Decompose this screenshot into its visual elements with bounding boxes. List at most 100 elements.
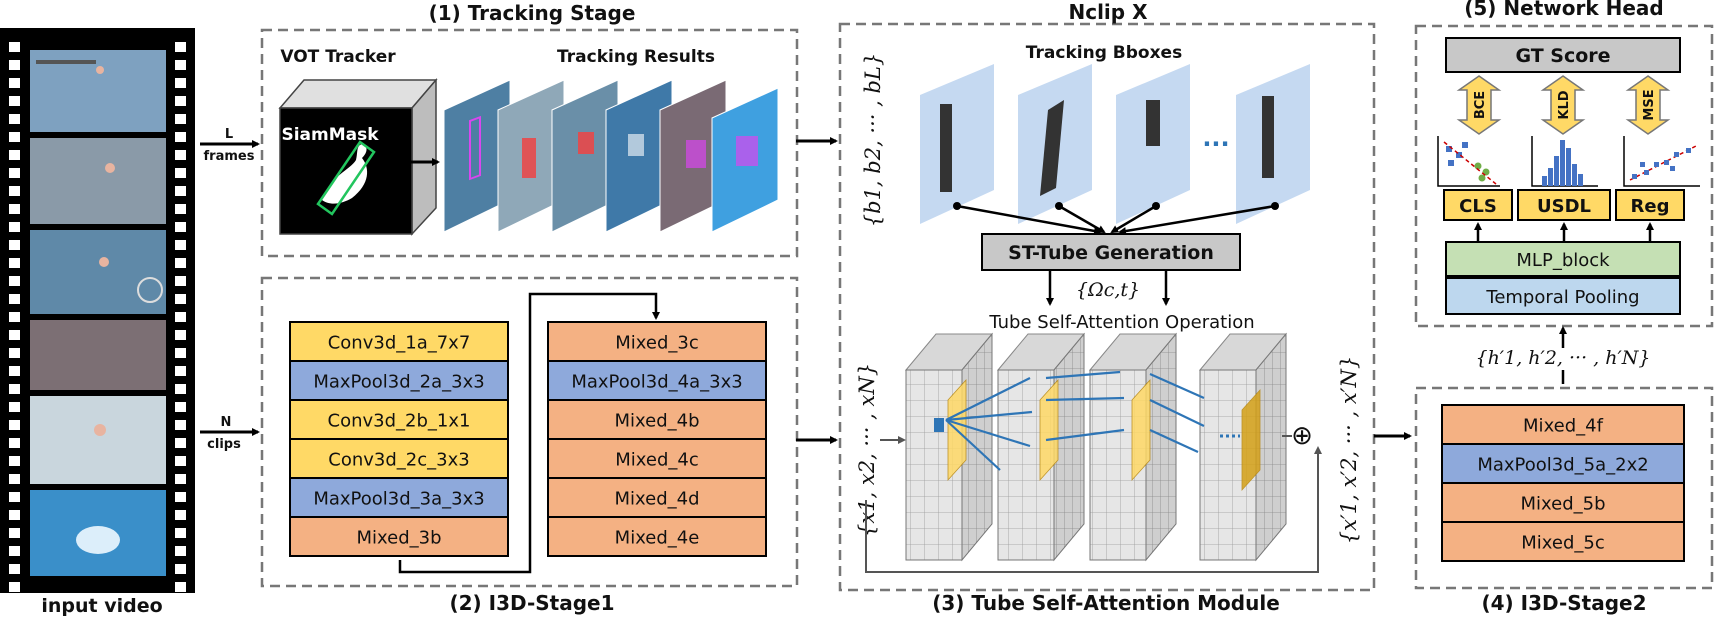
tracking-stage-box xyxy=(260,28,799,258)
sprocket-hole xyxy=(175,258,186,268)
tracking-results-label: Tracking Results xyxy=(557,47,715,67)
tube-self-attention-op-label: Tube Self-Attention Operation xyxy=(988,312,1254,333)
sprocket-hole xyxy=(9,204,20,214)
cube-side-face xyxy=(1053,332,1085,562)
layer-label: Mixed_4b xyxy=(614,411,699,432)
frame-diver xyxy=(105,163,115,173)
tracking-stage-title: (1) Tracking Stage xyxy=(429,1,636,25)
layer-box xyxy=(289,438,509,479)
sprocket-hole xyxy=(175,114,186,124)
st-tube-generation-box xyxy=(981,233,1241,271)
residual-add-icon: ⊕ xyxy=(1291,421,1313,451)
layer-label: Conv3d_2b_1x1 xyxy=(328,411,471,432)
tube-region xyxy=(1131,378,1151,482)
loss-label: MSE xyxy=(1642,89,1657,120)
sprocket-hole xyxy=(175,366,186,376)
mlp-to-heads-arrows xyxy=(1474,222,1654,242)
i3d-stage2-box xyxy=(1414,386,1714,590)
sprocket-hole xyxy=(175,564,186,574)
sprocket-hole xyxy=(175,132,186,142)
loss-label: BCE xyxy=(1473,91,1488,119)
layer-box xyxy=(547,360,767,401)
layer-label: Mixed_4f xyxy=(1523,416,1604,437)
sprocket-hole xyxy=(9,240,20,250)
frame-rings xyxy=(137,277,163,303)
tsa-module-title: (3) Tube Self-Attention Module xyxy=(932,591,1280,615)
mlp-block-label: MLP_block xyxy=(1516,250,1610,271)
layer-label: Mixed_4c xyxy=(615,450,698,471)
sprocket-hole xyxy=(9,330,20,340)
tube-region xyxy=(1241,388,1261,492)
loss-double-arrow xyxy=(1625,75,1671,135)
sprocket-hole xyxy=(9,366,20,376)
sprocket-hole xyxy=(175,60,186,70)
sprocket-hole xyxy=(175,294,186,304)
sprocket-hole xyxy=(175,240,186,250)
loss-double-arrow xyxy=(1540,75,1586,135)
frames-count-label: L xyxy=(225,127,233,142)
sprocket-hole xyxy=(9,258,20,268)
sprocket-hole xyxy=(175,384,186,394)
siammask-label: SiamMask xyxy=(281,125,379,145)
sprocket-hole xyxy=(175,438,186,448)
sprocket-hole xyxy=(175,186,186,196)
sprocket-hole xyxy=(175,78,186,88)
sprocket-hole xyxy=(175,312,186,322)
sprocket-hole xyxy=(175,150,186,160)
layer-label: Conv3d_2c_3x3 xyxy=(328,450,469,471)
layer-box xyxy=(289,399,509,440)
residual-connection-line xyxy=(865,446,1322,573)
sprocket-hole xyxy=(9,420,20,430)
cube-side-face xyxy=(1145,332,1177,562)
i3d-stage1-title: (2) I3D-Stage1 xyxy=(449,591,614,615)
layer-box xyxy=(1441,404,1685,445)
sprocket-hole xyxy=(9,456,20,466)
layer-box xyxy=(547,477,767,518)
i3d-stage1-right-column: Mixed_3cMaxPool3d_4a_3x3Mixed_4bMixed_4c… xyxy=(547,321,767,557)
sprocket-hole xyxy=(9,510,20,520)
sprocket-hole xyxy=(175,456,186,466)
sprocket-hole xyxy=(175,402,186,412)
bbox-planes xyxy=(920,64,1310,224)
sprocket-hole xyxy=(9,582,20,592)
sprocket-hole xyxy=(175,222,186,232)
layer-label: MaxPool3d_2a_3x3 xyxy=(313,372,484,393)
layer-label: Mixed_4e xyxy=(615,528,700,549)
tsa-module-box xyxy=(838,22,1376,592)
sprocket-hole xyxy=(9,60,20,70)
sprocket-hole xyxy=(175,582,186,592)
frames-label: frames xyxy=(204,149,255,164)
bbox-set-label: {b1, b2, ··· , bL} xyxy=(861,53,885,227)
siammask-cube xyxy=(278,77,438,236)
stage1-connector-arrow xyxy=(398,292,660,574)
sprocket-hole xyxy=(175,276,186,286)
sprocket-hole xyxy=(9,96,20,106)
tube-region xyxy=(1039,378,1059,482)
layer-box xyxy=(1441,521,1685,562)
layer-box xyxy=(289,360,509,401)
sprocket-hole xyxy=(9,564,20,574)
sprocket-hole xyxy=(175,330,186,340)
tracking-result-frames xyxy=(443,79,779,233)
h-set-label: {h′1, h′2, ··· , h′N} xyxy=(1475,347,1650,369)
cube-side-face xyxy=(961,332,993,562)
attention-lines xyxy=(945,370,1240,471)
layer-box xyxy=(547,516,767,557)
sprocket-hole xyxy=(175,42,186,52)
layer-label: Mixed_5b xyxy=(1520,494,1605,515)
mini-plots xyxy=(1437,136,1700,187)
sprocket-hole xyxy=(175,510,186,520)
bbox-to-sttube-arrows xyxy=(953,202,1279,235)
reg-head-box xyxy=(1615,189,1685,221)
omega-label: {Ωc,t} xyxy=(1076,279,1140,301)
frame-2 xyxy=(30,138,166,224)
input-video-caption: input video xyxy=(41,595,162,617)
sprocket-hole xyxy=(175,348,186,358)
network-head-title: (5) Network Head xyxy=(1464,0,1663,20)
layer-box xyxy=(289,477,509,518)
sprocket-hole xyxy=(175,420,186,430)
layer-label: MaxPool3d_3a_3x3 xyxy=(313,489,484,510)
i3d-stage1-left-column: Conv3d_1a_7x7MaxPool3d_2a_3x3Conv3d_2b_1… xyxy=(289,321,509,557)
bbox-ellipsis: ··· xyxy=(1202,130,1229,158)
sprocket-hole xyxy=(9,186,20,196)
